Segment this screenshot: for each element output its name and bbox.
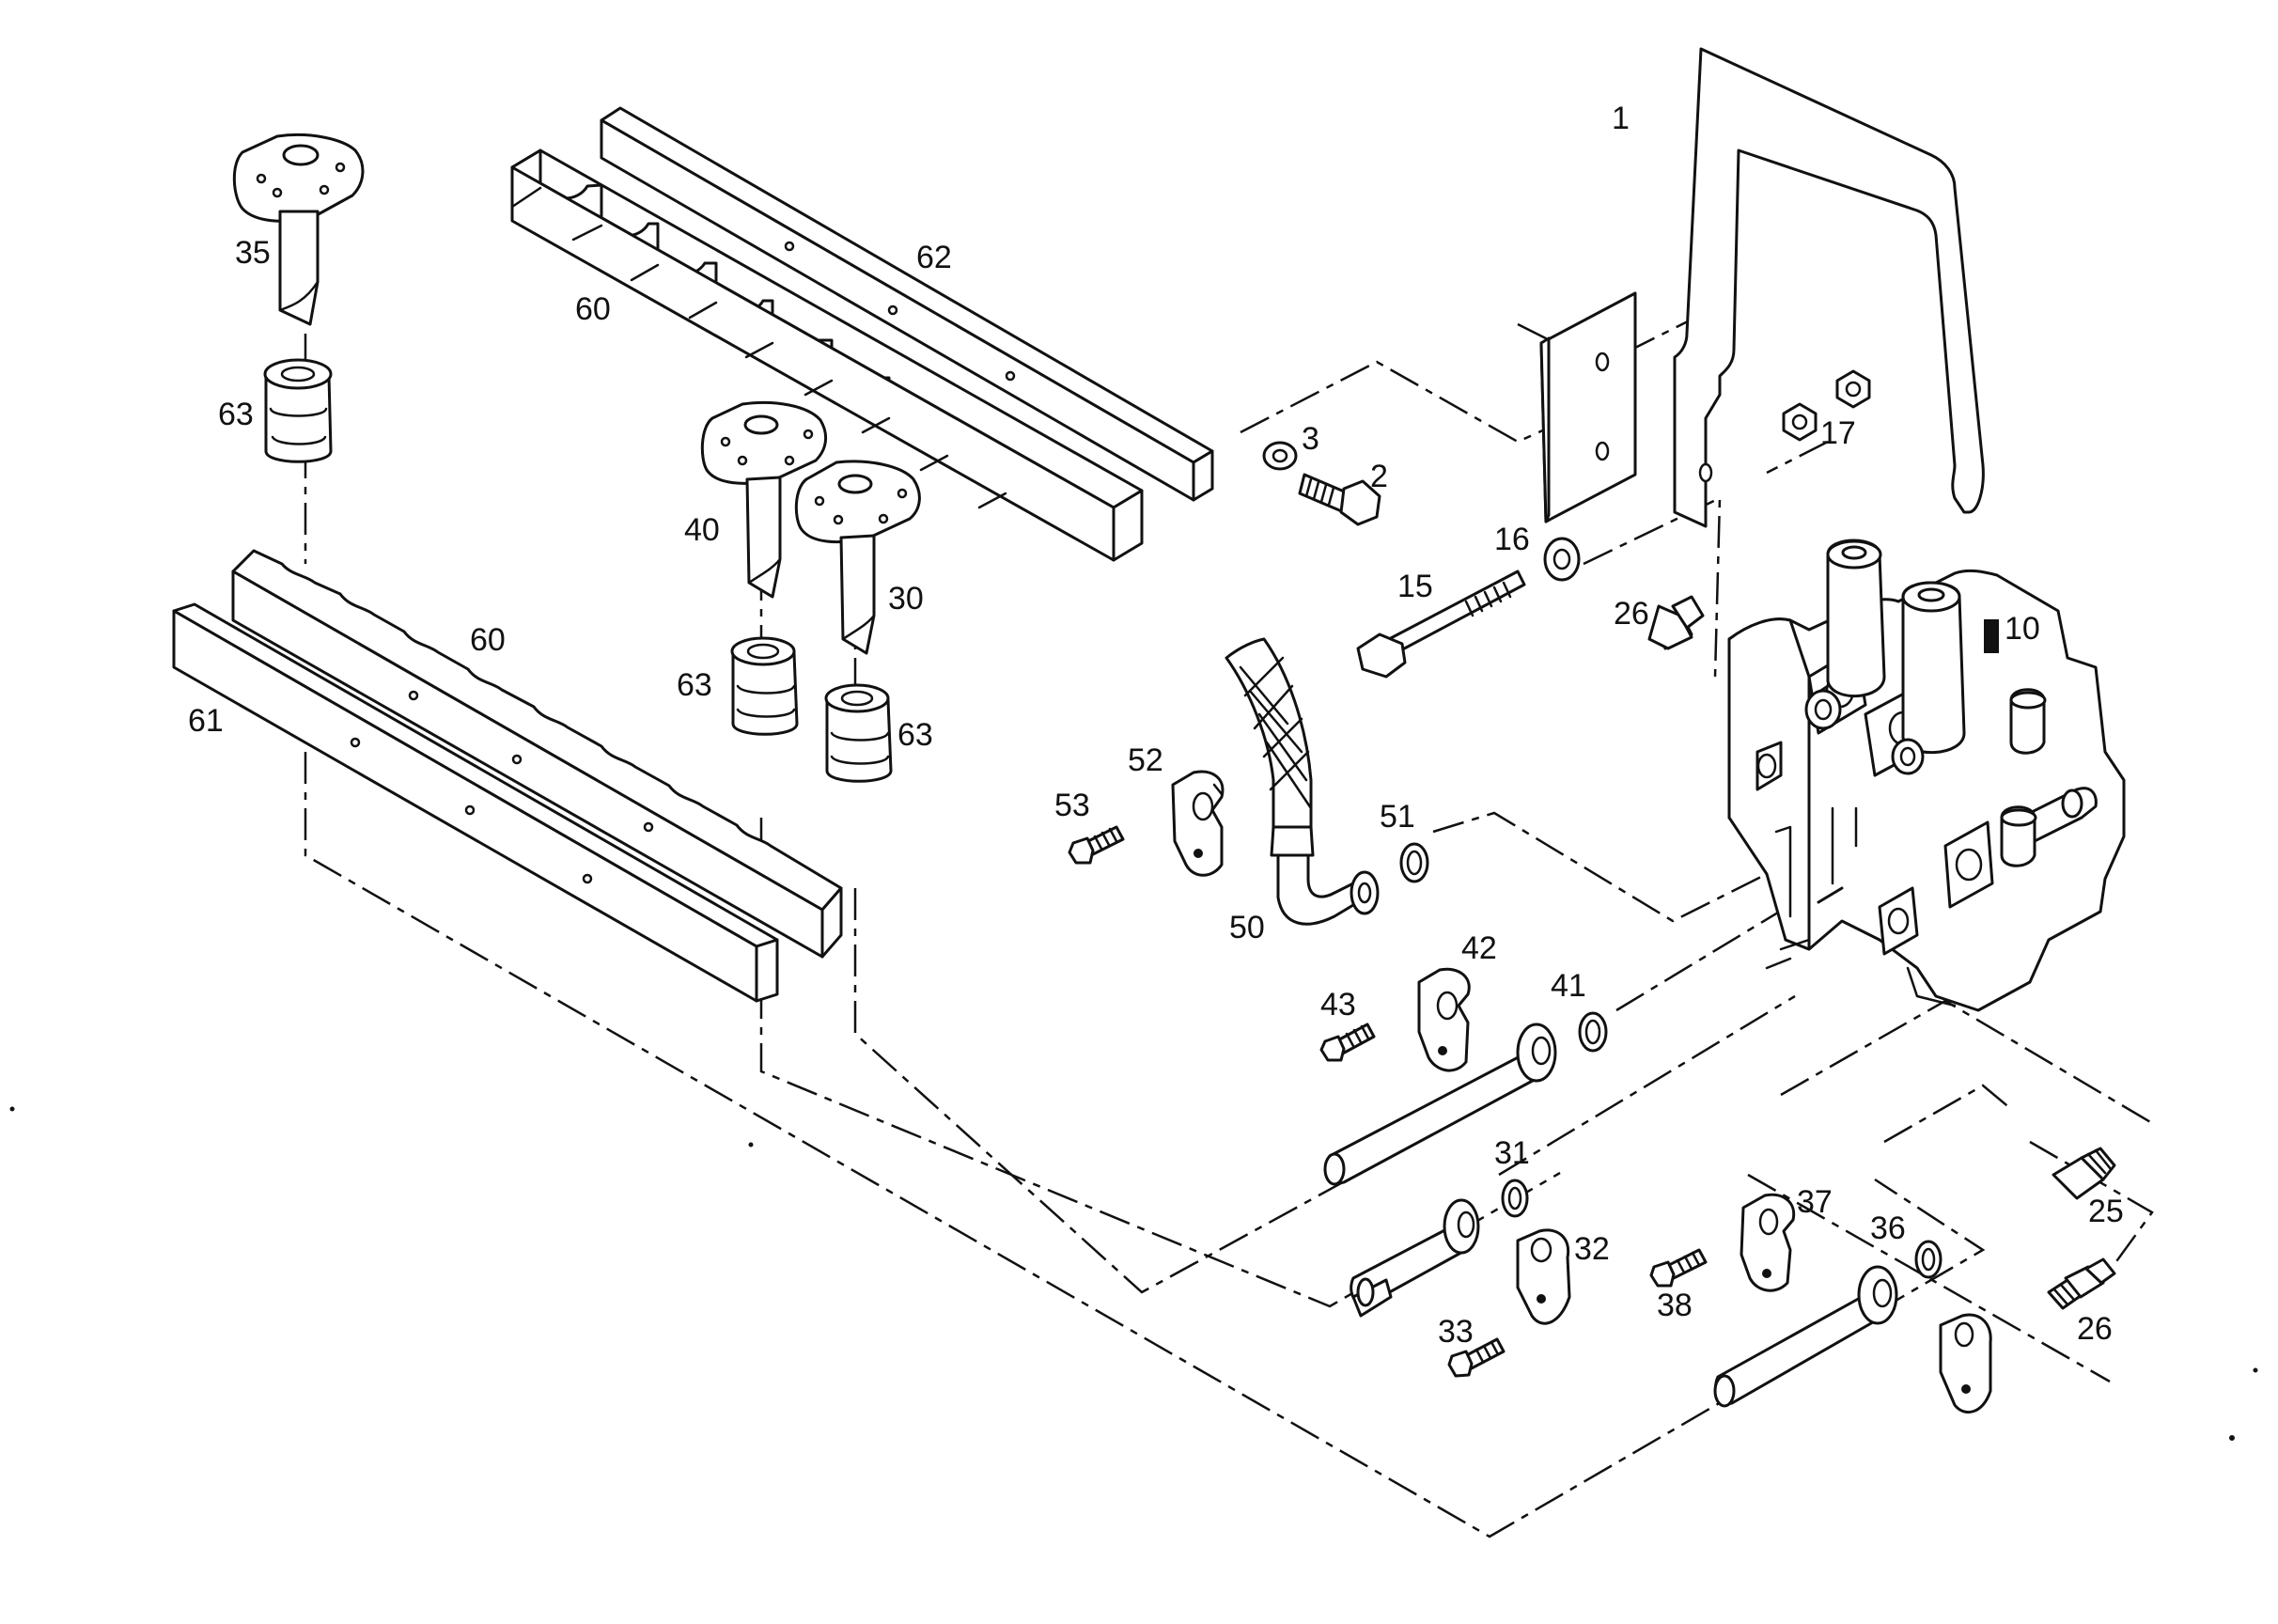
bracket-1 [1539,47,1985,528]
callout-3: 3 [1302,421,1319,457]
callout-53: 53 [1054,788,1090,823]
callout-61: 61 [188,703,224,739]
callout-35: 35 [235,235,271,271]
callout-60-upper: 60 [575,291,611,327]
callout-36: 36 [1870,1210,1906,1246]
washer-16 [1543,537,1581,582]
callout-16: 16 [1494,522,1530,557]
screw-33 [1447,1337,1506,1378]
callout-26-top: 26 [1614,596,1649,632]
o-ring-31 [1501,1179,1529,1218]
callout-63-c: 63 [897,717,933,753]
bolt-2 [1298,473,1381,526]
flanged-pipe-36 [1713,1265,1898,1408]
clamp-52 [1171,770,1225,877]
rail-61 [172,602,779,1003]
clamp-bar-60-lower [231,549,843,959]
callout-42: 42 [1461,930,1497,966]
bushing-63-a [263,358,333,463]
callout-52: 52 [1128,742,1163,778]
screw-53 [1068,825,1125,865]
callout-30: 30 [888,581,924,617]
callout-40: 40 [684,512,720,548]
nuts-17 [1782,369,1871,442]
flange-tube-40 [700,400,828,599]
callout-63-b: 63 [677,667,712,703]
callout-31: 31 [1494,1135,1530,1171]
flange-tube-30 [794,460,921,655]
callout-41: 41 [1551,968,1586,1004]
bushing-63-b [730,636,799,736]
clamp-37 [1740,1193,1796,1292]
flanged-pipe-31 [1350,1198,1480,1318]
clamp-bar-60-upper [510,148,1144,562]
callout-43: 43 [1320,987,1356,1023]
callout-15: 15 [1397,569,1433,604]
hose-50 [1225,637,1380,926]
fitting-25 [2052,1147,2116,1200]
screw-38 [1649,1248,1708,1288]
o-ring-36 [1914,1240,1943,1279]
callout-63-a: 63 [218,397,254,432]
callout-37: 37 [1797,1184,1833,1220]
clamp-36-half [1939,1313,1992,1414]
callout-38: 38 [1657,1288,1693,1323]
callout-62: 62 [916,240,952,275]
callout-50: 50 [1229,910,1265,945]
clamp-42 [1417,967,1471,1072]
callout-10: 10 [2005,611,2040,647]
o-ring-51 [1399,842,1429,883]
rail-62 [600,106,1214,502]
washer-3 [1262,441,1298,471]
callout-60-lower: 60 [470,622,506,658]
fitting-26-bottom [2047,1257,2116,1310]
o-ring-41 [1578,1011,1608,1053]
bolt-15 [1356,570,1526,679]
flange-tube-35 [232,133,365,326]
callout-32: 32 [1574,1231,1610,1267]
flanged-pipe-upper [1323,1023,1557,1186]
clamp-32 [1516,1228,1571,1325]
callout-25: 25 [2088,1194,2124,1229]
callout-2: 2 [1370,459,1388,494]
callout-51: 51 [1380,799,1415,835]
callout-33: 33 [1438,1314,1474,1350]
screw-43 [1319,1023,1376,1062]
fitting-26-top [1647,595,1705,650]
callout-17: 17 [1820,415,1856,451]
bushing-63-c [824,683,893,783]
callout-labels: 1 2 3 10 15 16 17 25 26 26 30 31 32 33 3… [188,101,2124,1350]
callout-26-bottom: 26 [2077,1311,2113,1347]
callout-1: 1 [1612,101,1630,136]
valve-block-10 [1727,539,2126,1012]
